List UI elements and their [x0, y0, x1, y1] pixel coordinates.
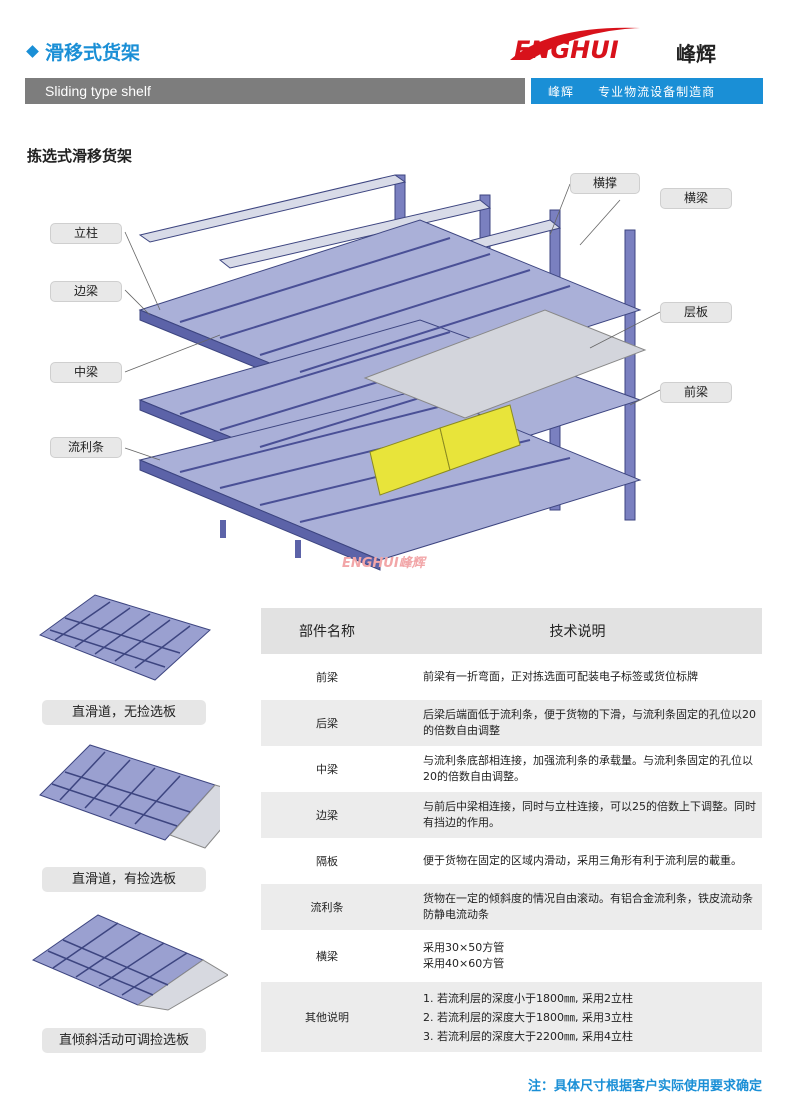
table-cell-name: 中梁 [316, 763, 338, 776]
thumbnail-1-caption: 直滑道，无捡选板 [42, 700, 206, 725]
thumbnail-2-caption: 直滑道，有捡选板 [42, 867, 206, 892]
table-cell-name: 前梁 [316, 671, 338, 684]
table-row: 后梁 后梁后端面低于流利条，便于货物的下滑，与流利条固定的孔位以20的倍数自由调… [261, 700, 762, 746]
table-header-row: 部件名称 技术说明 [261, 608, 762, 654]
thumbnail-3-image [31, 914, 228, 1011]
table-cell-name: 隔板 [316, 855, 338, 868]
table-header-part: 部件名称 [299, 624, 355, 640]
label-cross-beam: 横梁 [660, 188, 732, 209]
desc-line: 采用30×50方管 [423, 941, 505, 954]
top-rail [138, 174, 407, 243]
table-cell-name: 流利条 [310, 901, 344, 914]
label-side-beam: 边梁 [50, 281, 122, 302]
table-row: 前梁 前梁有一折弯面，正对拣选面可配装电子标签或货位标牌 [261, 654, 762, 700]
top-rail-2 [218, 199, 492, 269]
label-pillar: 立柱 [50, 223, 122, 244]
bracket-2 [295, 540, 301, 558]
table-cell-name: 其他说明 [305, 1011, 349, 1024]
picking-board [363, 309, 647, 419]
brand-tagline: 峰辉 专业物流设备制造商 [548, 85, 716, 99]
section-title: 拣选式滑移货架 [27, 147, 133, 165]
table-cell-desc: 采用30×50方管 采用40×60方管 [393, 930, 762, 982]
yellow-bins [369, 404, 521, 496]
desc-line: 1. 若流利层的深度小于1800㎜, 采用2立柱 [423, 991, 633, 1005]
table-cell-desc: 与流利条底部相连接，加强流利条的承载量。与流利条固定的孔位以20的倍数自由调整。 [423, 754, 753, 783]
rack-illustration [124, 174, 660, 571]
subtitle-english: Sliding type shelf [45, 83, 151, 99]
table-row: 其他说明 1. 若流利层的深度小于1800㎜, 采用2立柱 2. 若流利层的深度… [261, 982, 762, 1052]
label-roller-bar: 流利条 [50, 437, 122, 458]
lower-deck-front [139, 459, 381, 571]
label-front-beam: 前梁 [660, 382, 732, 403]
desc-line: 采用40×60方管 [423, 957, 505, 970]
table-row: 流利条 货物在一定的倾斜度的情况自由滚动。有铝合金流利条，铁皮流动条防静电流动条 [261, 884, 762, 930]
thumbnail-3-caption: 直倾斜活动可调捡选板 [42, 1028, 206, 1053]
desc-line: 3. 若流利层的深度大于2200㎜, 采用4立柱 [423, 1029, 633, 1043]
table-cell-name: 横梁 [316, 950, 338, 963]
page-title-row: 滑移式货架 [26, 38, 141, 65]
subtitle-bar [25, 78, 525, 104]
label-middle-beam: 中梁 [50, 362, 122, 383]
table-cell-name: 后梁 [316, 717, 338, 730]
diamond-bullet-icon [26, 45, 39, 58]
bracket-1 [220, 520, 226, 538]
thumbnail-2-image [39, 744, 220, 849]
table-cell-desc: 便于货物在固定的区域内滑动，采用三角形有利于流利层的載重。 [423, 854, 742, 867]
table-cell-desc: 与前后中梁相连接，同时与立柱连接，可以25的倍数上下调整。同时有挡边的作用。 [423, 800, 756, 829]
brand-bar [531, 78, 763, 104]
table-cell-desc: 后梁后端面低于流利条，便于货物的下滑，与流利条固定的孔位以20的倍数自由调整 [423, 708, 756, 737]
table-cell-name: 边梁 [316, 809, 338, 822]
table-cell-desc: 前梁有一折弯面，正对拣选面可配装电子标签或货位标牌 [423, 670, 698, 683]
table-row: 横梁 采用30×50方管 采用40×60方管 [261, 930, 762, 982]
table-row: 隔板 便于货物在固定的区域内滑动，采用三角形有利于流利层的載重。 [261, 838, 762, 884]
table-cell-desc: 1. 若流利层的深度小于1800㎜, 采用2立柱 2. 若流利层的深度大于180… [393, 982, 762, 1052]
logo-chinese-name: 峰辉 [676, 42, 716, 66]
company-logo: ENGHUI 峰辉 [490, 20, 750, 70]
page-title: 滑移式货架 [45, 42, 141, 64]
label-brace: 横撑 [570, 173, 640, 194]
thumbnail-1-image [38, 594, 211, 681]
table-row: 边梁 与前后中梁相连接，同时与立柱连接，可以25的倍数上下调整。同时有挡边的作用… [261, 792, 762, 838]
spec-table: 部件名称 技术说明 前梁 前梁有一折弯面，正对拣选面可配装电子标签或货位标牌 后… [261, 608, 762, 1052]
label-shelf-board: 层板 [660, 302, 732, 323]
table-row: 中梁 与流利条底部相连接，加强流利条的承载量。与流利条固定的孔位以20的倍数自由… [261, 746, 762, 792]
desc-line: 2. 若流利层的深度大于1800㎜, 采用3立柱 [423, 1010, 633, 1024]
logo-swoosh-icon [510, 27, 640, 60]
table-header-desc: 技术说明 [549, 624, 606, 640]
front-upright-right [624, 229, 636, 521]
logo-wordmark: ENGHUI [514, 36, 619, 64]
footer-note: 注：具体尺寸根据客户实际使用要求确定 [527, 1079, 762, 1094]
watermark: ENGHUI峰辉 [342, 556, 425, 571]
table-cell-desc: 货物在一定的倾斜度的情况自由滚动。有铝合金流利条，铁皮流动条防静电流动条 [423, 892, 753, 921]
